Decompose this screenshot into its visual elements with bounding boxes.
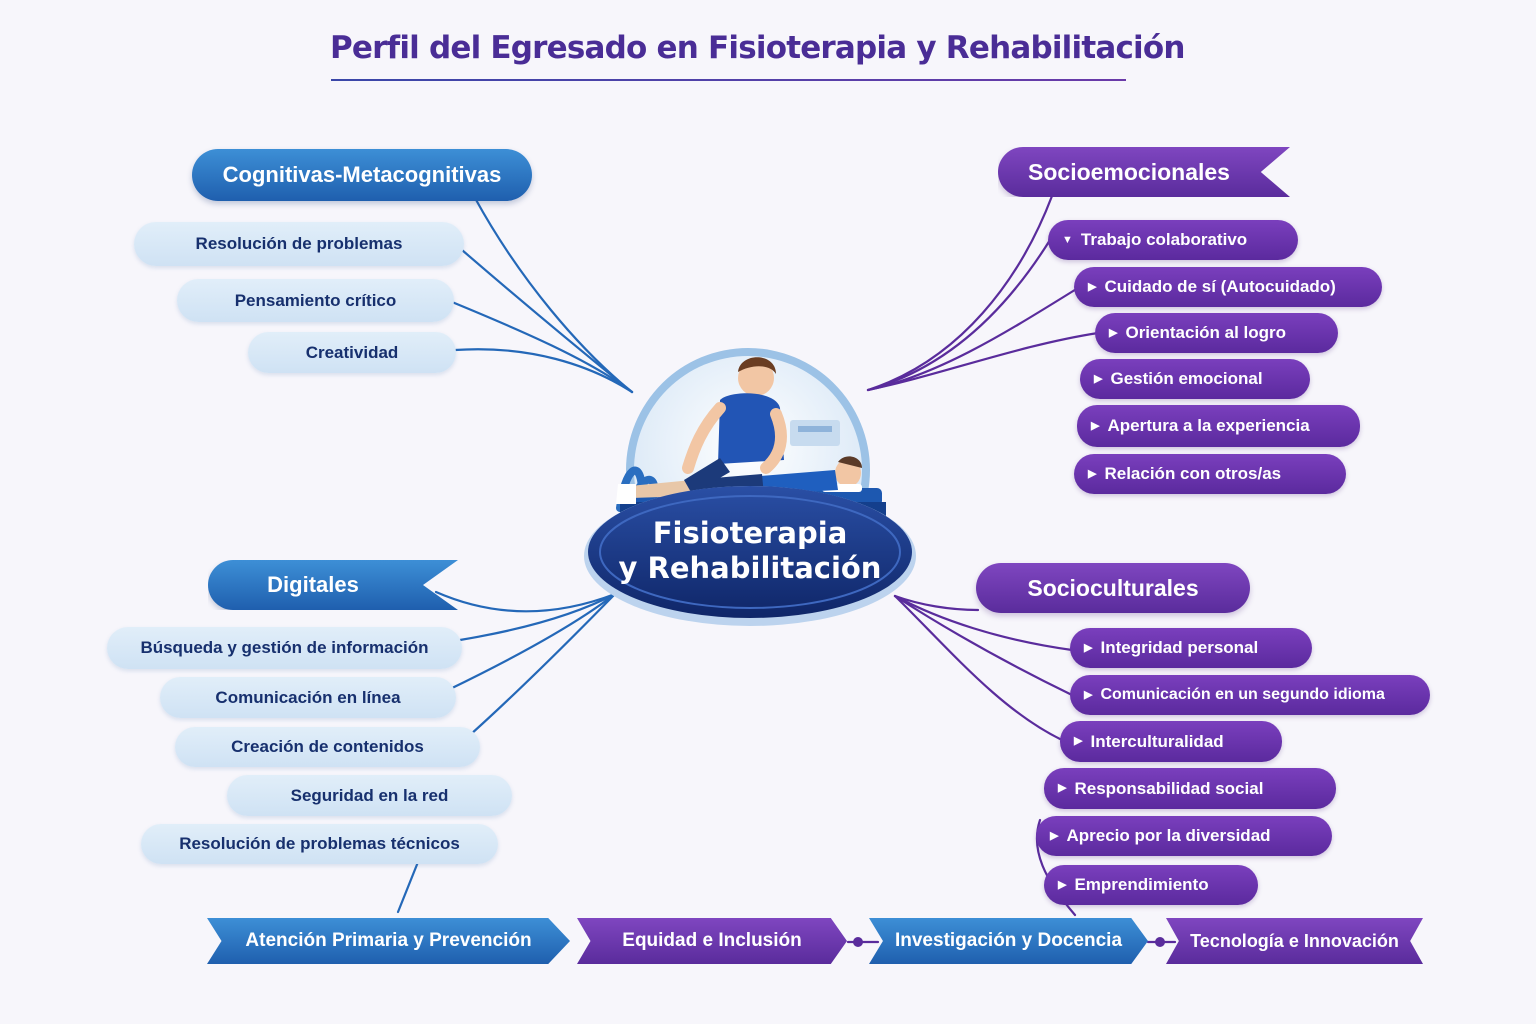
category-label: Socioemocionales	[1028, 158, 1230, 185]
banner-label: Tecnología e Innovación	[1190, 930, 1399, 951]
item-label: Pensamiento crítico	[234, 290, 397, 310]
item-creacion-contenidos[interactable]: Creación de contenidos	[175, 727, 480, 767]
item-label: Emprendimiento	[1074, 875, 1209, 894]
item-label: Integridad personal	[1100, 638, 1259, 657]
triangle-right-icon: ▶	[1084, 688, 1093, 701]
item-label: Gestión emocional	[1110, 369, 1263, 388]
category-socioculturales[interactable]: Socioculturales	[976, 563, 1250, 613]
item-aprecio-diversidad[interactable]: ▶ Aprecio por la diversidad	[1036, 816, 1332, 856]
item-segundo-idioma[interactable]: ▶ Comunicación en un segundo idioma	[1070, 675, 1430, 715]
banner-investigacion-docencia[interactable]: Investigación y Docencia	[869, 918, 1148, 964]
triangle-right-icon: ▶	[1074, 735, 1083, 747]
item-label: Comunicación en línea	[215, 687, 401, 707]
triangle-right-icon: ▶	[1058, 782, 1067, 794]
item-busqueda-informacion[interactable]: Búsqueda y gestión de información	[107, 627, 462, 669]
item-orientacion-logro[interactable]: ▶ Orientación al logro	[1095, 313, 1338, 353]
category-label: Socioculturales	[1027, 574, 1199, 601]
item-apertura-experiencia[interactable]: ▶ Apertura a la experiencia	[1077, 405, 1360, 447]
center-title-line2: y Rehabilitación	[618, 551, 882, 585]
item-label: Búsqueda y gestión de información	[140, 638, 429, 657]
title-underline	[331, 79, 1126, 81]
item-label: Comunicación en un segundo idioma	[1100, 686, 1385, 703]
item-label: Trabajo colaborativo	[1080, 230, 1248, 249]
banner-label: Atención Primaria y Prevención	[245, 930, 532, 951]
item-label: Aprecio por la diversidad	[1066, 826, 1271, 845]
center-title: Fisioterapia y Rehabilitación	[580, 516, 920, 586]
triangle-right-icon: ▶	[1088, 280, 1097, 293]
item-label: Relación con otros/as	[1104, 464, 1282, 483]
triangle-right-icon: ▶	[1050, 829, 1059, 842]
item-label: Seguridad en la red	[290, 785, 449, 805]
center-title-line1: Fisioterapia	[652, 516, 848, 550]
item-integridad-personal[interactable]: ▶ Integridad personal	[1070, 628, 1312, 668]
triangle-right-icon: ▶	[1094, 372, 1103, 385]
item-resolucion-problemas[interactable]: Resolución de problemas	[134, 222, 464, 266]
triangle-down-icon: ▼	[1062, 233, 1073, 246]
category-digitales[interactable]: Digitales	[208, 560, 458, 610]
item-autocuidado[interactable]: ▶ Cuidado de sí (Autocuidado)	[1074, 267, 1382, 307]
banner-equidad-inclusion[interactable]: Equidad e Inclusión	[577, 918, 847, 964]
triangle-right-icon: ▶	[1091, 419, 1100, 432]
banner-tecnologia-innovacion[interactable]: Tecnología e Innovación	[1166, 918, 1423, 964]
item-label: Creación de contenidos	[231, 737, 424, 756]
triangle-right-icon: ▶	[1084, 641, 1093, 654]
item-label: Creatividad	[305, 342, 399, 362]
item-gestion-emocional[interactable]: ▶ Gestión emocional	[1080, 359, 1310, 399]
category-socioemocionales[interactable]: Socioemocionales	[998, 147, 1290, 197]
item-comunicacion-linea[interactable]: Comunicación en línea	[160, 677, 456, 718]
item-label: Interculturalidad	[1090, 731, 1224, 751]
banner-label: Equidad e Inclusión	[622, 930, 802, 951]
item-seguridad-red[interactable]: Seguridad en la red	[227, 775, 512, 816]
item-label: Apertura a la experiencia	[1107, 416, 1310, 435]
item-label: Cuidado de sí (Autocuidado)	[1104, 277, 1336, 296]
item-problemas-tecnicos[interactable]: Resolución de problemas técnicos	[141, 824, 498, 864]
item-responsabilidad-social[interactable]: ▶ Responsabilidad social	[1044, 768, 1336, 809]
banner-atencion-primaria[interactable]: Atención Primaria y Prevención	[207, 918, 570, 964]
item-relacion-otros[interactable]: ▶ Relación con otros/as	[1074, 454, 1346, 494]
item-creatividad[interactable]: Creatividad	[248, 332, 456, 373]
triangle-right-icon: ▶	[1109, 326, 1118, 339]
triangle-right-icon: ▶	[1088, 467, 1097, 480]
item-label: Orientación al logro	[1125, 323, 1287, 342]
triangle-right-icon: ▶	[1058, 878, 1067, 891]
item-label: Responsabilidad social	[1074, 778, 1264, 798]
item-interculturalidad[interactable]: ▶ Interculturalidad	[1060, 721, 1282, 762]
physiotherapy-illustration	[584, 348, 916, 626]
item-emprendimiento[interactable]: ▶ Emprendimiento	[1044, 865, 1258, 905]
page-title: Perfil del Egresado en Fisioterapia y Re…	[330, 30, 1185, 66]
category-label: Digitales	[267, 572, 359, 597]
category-cognitivas[interactable]: Cognitivas-Metacognitivas	[192, 149, 532, 201]
item-trabajo-colaborativo[interactable]: ▼ Trabajo colaborativo	[1048, 220, 1298, 260]
item-pensamiento-critico[interactable]: Pensamiento crítico	[177, 279, 454, 322]
category-label: Cognitivas-Metacognitivas	[222, 162, 502, 187]
banner-label: Investigación y Docencia	[894, 930, 1123, 951]
item-label: Resolución de problemas	[195, 234, 403, 253]
item-label: Resolución de problemas técnicos	[179, 834, 460, 853]
center-hub: Fisioterapia y Rehabilitación	[580, 338, 920, 638]
